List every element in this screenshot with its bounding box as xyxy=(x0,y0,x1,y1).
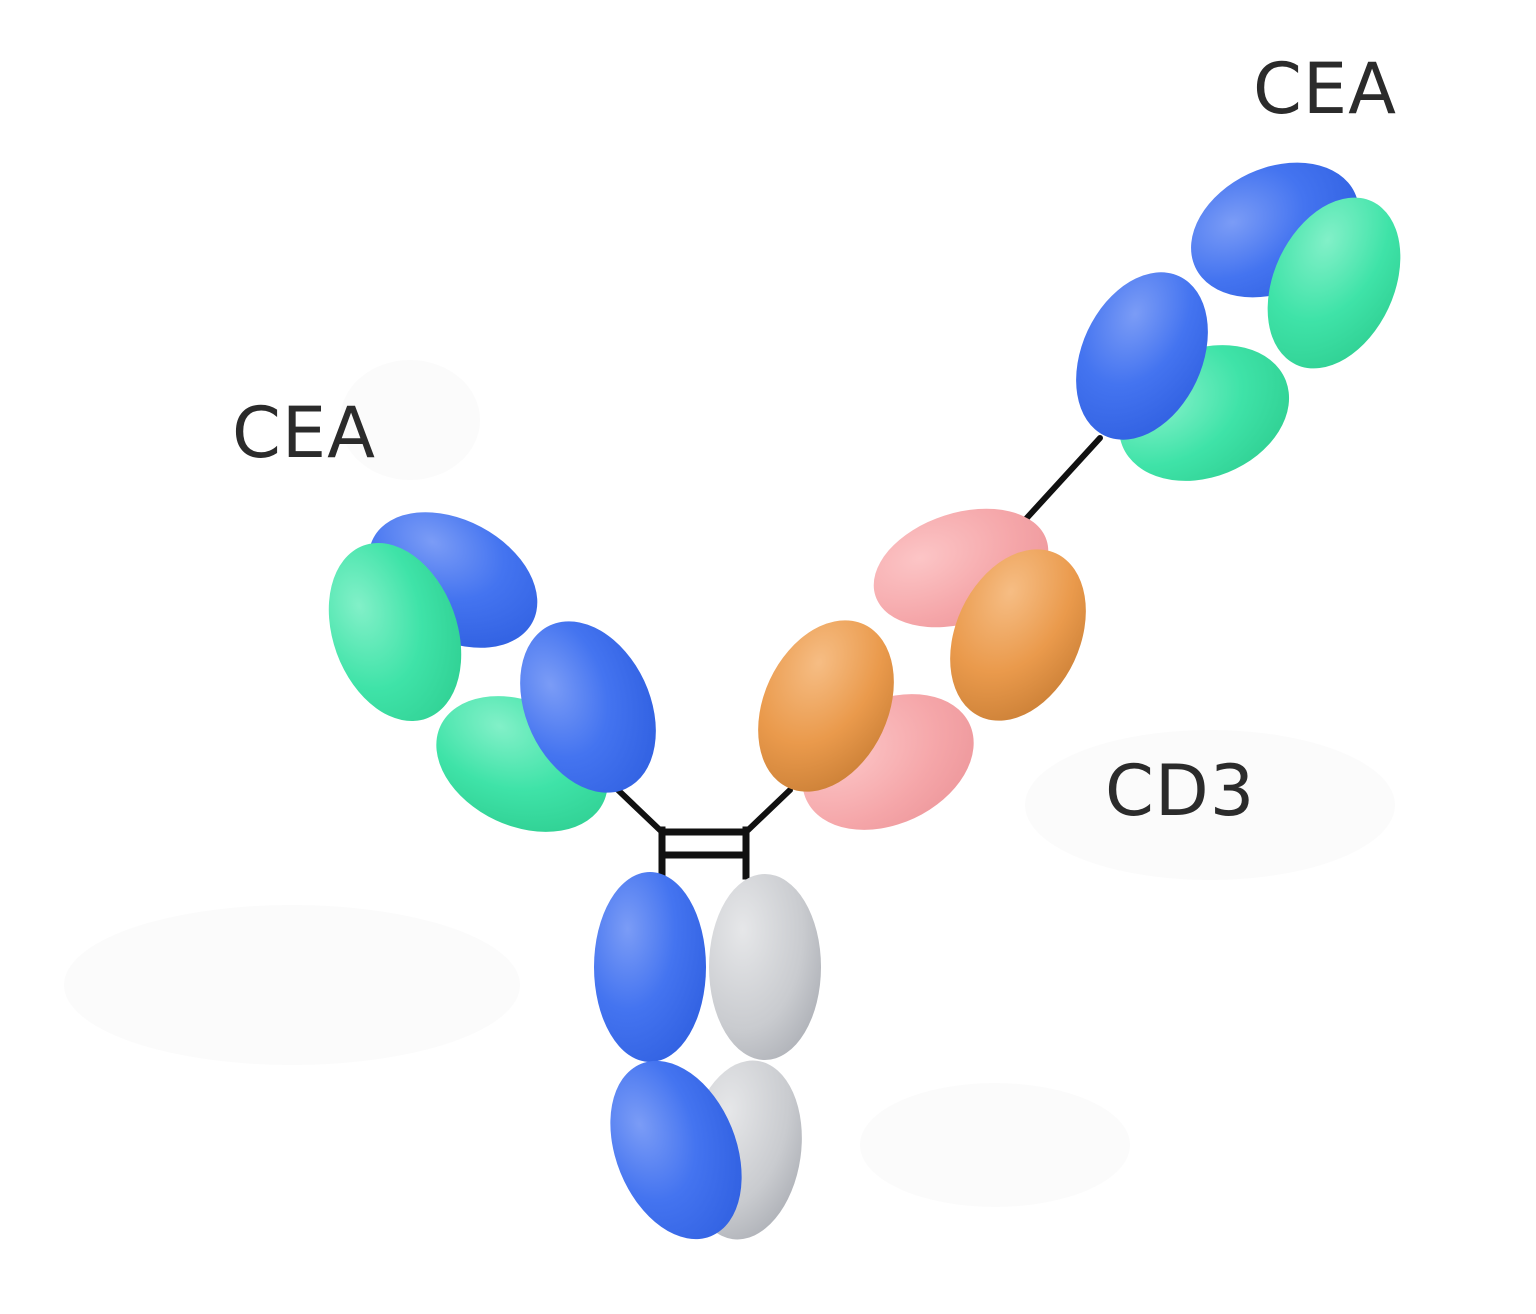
linker-cd3-fab-to-hinge xyxy=(743,787,793,835)
linker-cd3-to-cea-fab xyxy=(1022,435,1103,523)
background-halo xyxy=(860,1083,1130,1207)
cea-left-vl-domain xyxy=(328,542,462,722)
fc-ch2-blue xyxy=(594,872,706,1062)
linker-left-fab-to-hinge xyxy=(615,787,665,835)
cea-right-vl-domain xyxy=(1267,197,1401,369)
cea-left-ch1-domain xyxy=(520,621,656,793)
cd3-vl-domain xyxy=(950,549,1086,721)
background-halo xyxy=(340,360,480,480)
linkers xyxy=(615,435,1103,835)
fc-ch3-blue xyxy=(610,1060,742,1240)
cd3-ch1-domain xyxy=(758,620,894,792)
fc-ch2-gray xyxy=(709,874,821,1060)
label-cea-left: CEA xyxy=(232,392,376,474)
label-cea-top-right: CEA xyxy=(1253,48,1397,130)
fc-region xyxy=(594,872,821,1240)
background-halo xyxy=(1025,730,1395,880)
background-halo xyxy=(64,905,520,1065)
cea-fab-left xyxy=(328,512,656,832)
label-cd3: CD3 xyxy=(1105,750,1255,832)
cea-right-ch1-domain xyxy=(1076,272,1208,440)
hinge-disulfide-bonds xyxy=(658,826,750,880)
cea-fab-top-right xyxy=(1076,162,1401,481)
cd3-fab xyxy=(758,508,1086,830)
